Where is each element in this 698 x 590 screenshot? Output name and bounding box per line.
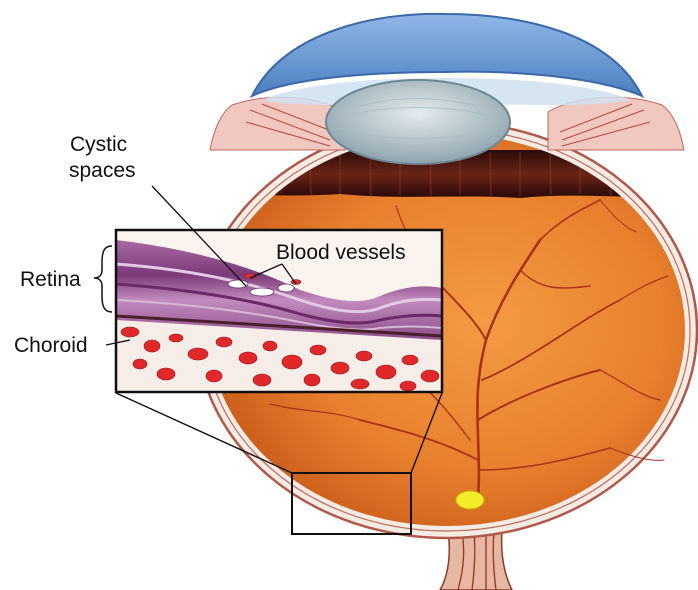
choroid-label: Choroid xyxy=(14,334,88,357)
retina-label: Retina xyxy=(20,268,81,291)
anterior-tissue xyxy=(210,97,345,150)
cystic-spaces-label-line2: spaces xyxy=(69,159,136,182)
anterior-tissue-right xyxy=(548,97,684,150)
retina-bracket xyxy=(94,246,112,312)
optic-disc xyxy=(456,491,484,509)
cystic-spaces-label-line1: Cystic xyxy=(70,133,127,156)
lens xyxy=(326,80,510,164)
blood-vessels-label: Blood vessels xyxy=(276,241,406,264)
